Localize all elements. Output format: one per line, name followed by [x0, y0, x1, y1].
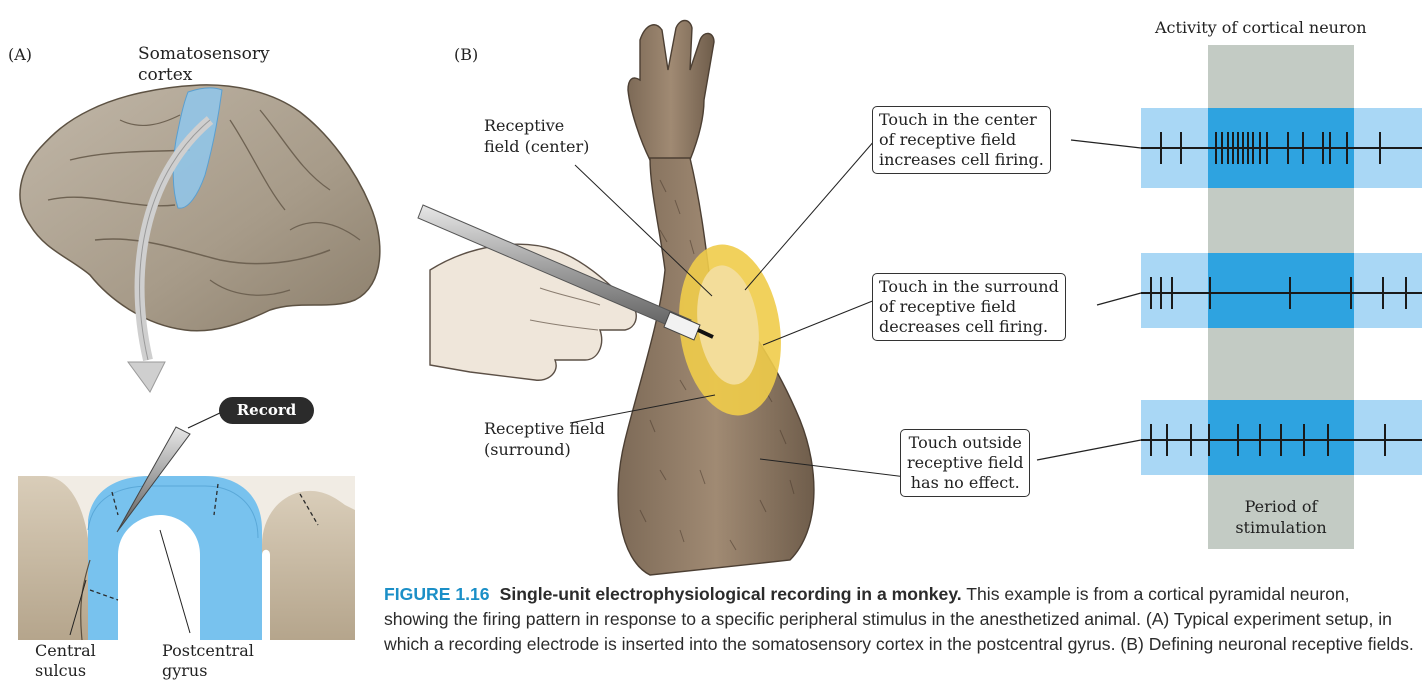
trace-row-surround [1141, 253, 1422, 328]
somatosensory-cortex-label: Somatosensory cortex [138, 44, 270, 86]
stimulation-period-label: Period of stimulation [1208, 496, 1354, 538]
record-label: Record [219, 400, 314, 420]
receptive-field-surround-label: Receptive field (surround) [484, 418, 605, 460]
postcentral-gyrus-label: Postcentral gyrus [162, 641, 254, 681]
callout-surround: Touch in the surround of receptive field… [872, 273, 1066, 341]
monkey-brain [20, 85, 380, 392]
activity-title: Activity of cortical neuron [1155, 17, 1367, 38]
callout-outside: Touch outside receptive field has no eff… [900, 429, 1030, 497]
trace-row-outside [1141, 400, 1422, 475]
figure-caption: FIGURE 1.16 Single-unit electrophysiologi… [384, 582, 1414, 657]
activity-panel [1037, 45, 1422, 549]
panel-b-label: (B) [454, 44, 478, 65]
panel-a-label: (A) [8, 44, 32, 65]
figure-number: FIGURE 1.16 [384, 584, 490, 604]
monkey-arm [418, 21, 906, 576]
receptive-field-center-label: Receptive field (center) [484, 115, 589, 157]
figure-title: Single-unit electrophysiological recordi… [500, 584, 962, 604]
callout-center: Touch in the center of receptive field i… [872, 106, 1051, 174]
trace-row-center [1141, 108, 1422, 188]
central-sulcus-label: Central sulcus [35, 641, 96, 681]
